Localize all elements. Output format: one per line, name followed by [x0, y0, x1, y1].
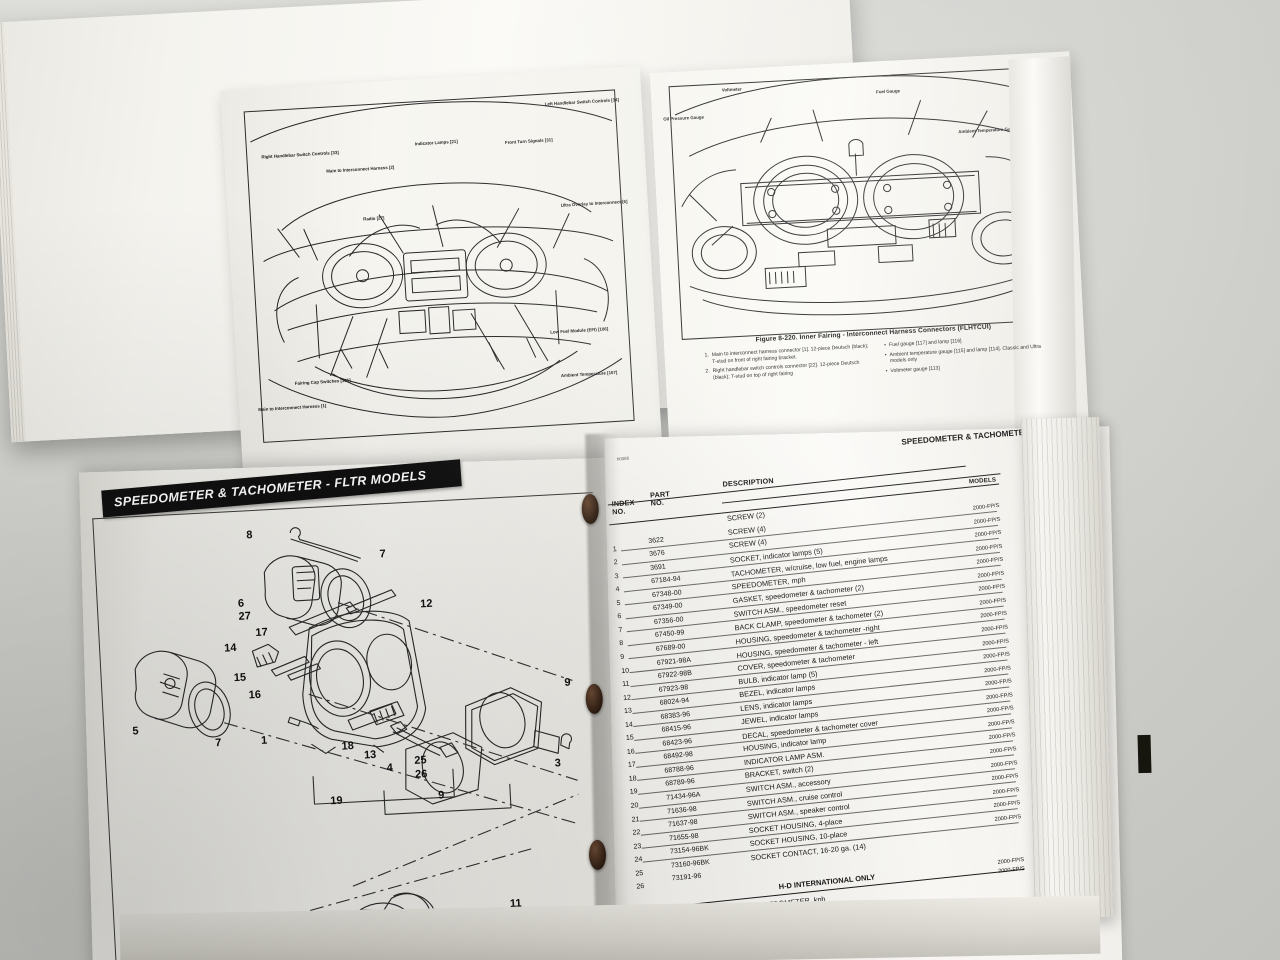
- table-cell-part-no: 68492-98: [663, 751, 694, 762]
- binding-ring: [585, 683, 604, 715]
- table-cell-part-no: 67922-98B: [657, 669, 693, 681]
- note-marker: 2.: [705, 368, 710, 375]
- exploded-callout: 9: [564, 676, 571, 689]
- table-cell-index: 24: [634, 856, 643, 864]
- table-cell-index: 14: [624, 721, 634, 729]
- exploded-callout: 26: [414, 768, 428, 781]
- table-cell-part-no: 71637-98: [667, 818, 698, 829]
- exploded-callout: 27: [238, 610, 252, 623]
- table-cell-models: 2000-FP/S: [997, 856, 1025, 866]
- fairing-diagram-right: [674, 75, 1044, 316]
- exploded-callout: 7: [379, 548, 386, 561]
- table-cell-part-no: 67689-00: [655, 643, 686, 653]
- table-cell-part-no: 68788-96: [664, 764, 695, 775]
- fairing-diagram-frame-right: Voltmeter Oil Pressure Gauge Fuel Gauge …: [663, 66, 1060, 340]
- table-cell-index: 17: [627, 761, 637, 770]
- table-cell-index: 26: [636, 883, 645, 891]
- table-cell-index: 13: [623, 707, 633, 716]
- note-text: Fuel gauge [117] and lamp [116]: [888, 338, 962, 349]
- table-cell-part-no: 3691: [649, 563, 667, 572]
- table-cell-models: 2000-FP/S: [990, 759, 1018, 769]
- table-cell-index: 15: [625, 734, 635, 743]
- exploded-callout: 19: [330, 794, 343, 808]
- exploded-callout: 14: [223, 641, 237, 655]
- open-book-lower-spread: SPEEDOMETER & TACHOMETER - FLTR MODELS: [79, 421, 1123, 960]
- exploded-callout: 8: [246, 529, 253, 542]
- table-cell-part-no: 67184-94: [650, 575, 681, 586]
- exploded-callout: 7: [214, 736, 222, 750]
- table-cell-part-no: 71636-98: [666, 805, 698, 816]
- table-cell-part-no: 3622: [648, 536, 665, 545]
- table-cell-models: 2000-FP/S: [982, 638, 1010, 647]
- table-cell-part-no: 71655-98: [668, 832, 699, 843]
- page-block-right-edge: [1021, 417, 1113, 919]
- table-cell-index: 21: [631, 815, 640, 824]
- exploded-callout: 15: [233, 671, 247, 685]
- table-cell-part-no: 68415-96: [661, 724, 692, 735]
- bullet-icon: •: [884, 351, 887, 358]
- table-cell-index: 20: [630, 802, 639, 810]
- exploded-callout: 16: [248, 688, 262, 702]
- exploded-callout: 3: [554, 757, 562, 770]
- table-cell-part-no: 67356-00: [653, 616, 684, 626]
- bullet-icon: •: [885, 367, 888, 374]
- exploded-callout: 4: [386, 761, 394, 775]
- table-cell-part-no: 73154-96BK: [669, 845, 710, 856]
- table-cell-part-no: 67923-98: [658, 683, 689, 694]
- table-cell-models: 2000-FP/S: [973, 516, 1001, 526]
- binding-ring: [581, 493, 600, 525]
- exploded-callout: 13: [363, 748, 377, 762]
- exploded-callout: 17: [255, 626, 269, 639]
- exploded-callout: 5: [132, 725, 139, 738]
- page-edge-tab-marker: [1137, 734, 1152, 774]
- table-cell-part-no: 67921-98A: [656, 656, 692, 667]
- upper-page-curl: [1008, 56, 1078, 470]
- exploded-view-diagram: [134, 527, 581, 960]
- page-stack-edge: [0, 22, 26, 443]
- note-marker: 1.: [704, 352, 709, 359]
- table-cell-models: 2000-FP/S: [992, 786, 1020, 796]
- table-cell-models: 2000-FP/S: [997, 865, 1026, 875]
- lower-left-page: SPEEDOMETER & TACHOMETER - FLTR MODELS: [79, 457, 622, 960]
- table-cell-part-no: 67348-00: [651, 589, 682, 599]
- table-cell-part-no: 68789-96: [665, 778, 696, 789]
- table-cell-part-no: 68383-96: [660, 710, 691, 721]
- table-cell-index: 18: [628, 775, 637, 783]
- bullet-icon: •: [884, 342, 887, 349]
- upper-right-page: Voltmeter Oil Pressure Gauge Fuel Gauge …: [649, 51, 1091, 473]
- binding-ring: [588, 839, 607, 871]
- exploded-view-frame: 8 7 6 27 17 12 14 15 16 5 7 1 18 13 4 25: [92, 492, 619, 960]
- table-cell-part-no: 73160-96BK: [670, 858, 711, 870]
- table-section-heading: H-D INTERNATIONAL ONLY: [778, 872, 876, 891]
- table-cell-index: 19: [629, 788, 638, 797]
- table-cell-description: SCREW (4): [727, 523, 767, 537]
- table-rule: [607, 465, 966, 506]
- table-cell-index: 22: [632, 829, 641, 837]
- exploded-callout: 12: [419, 597, 433, 611]
- exploded-callout: 18: [341, 739, 355, 753]
- table-cell-part-no: 3676: [648, 549, 666, 559]
- table-cell-part-no: 73191-96: [671, 872, 702, 883]
- note-text: Voltmeter gauge [113]: [890, 364, 941, 374]
- table-cell-part-no: 68423-96: [662, 737, 693, 748]
- exploded-callout: 6: [237, 597, 245, 610]
- fairing-diagram-frame-left: Right Handlebar Switch Controls [33] Mai…: [243, 89, 635, 443]
- page-edge-striations: [1021, 417, 1113, 919]
- table-cell-part-no: 67349-00: [652, 602, 683, 613]
- table-cell-index: 16: [626, 748, 636, 756]
- fairing-diagram-left: [250, 101, 623, 418]
- exploded-callout: 9: [437, 789, 445, 802]
- upper-left-page: Right Handlebar Switch Controls [33] Mai…: [220, 65, 664, 496]
- exploded-callout: 25: [414, 754, 427, 767]
- exploded-callout: 1: [260, 734, 268, 747]
- table-cell-part-no: 67450-99: [654, 629, 685, 640]
- table-cell-index: 25: [635, 869, 644, 878]
- table-cell-index: 23: [633, 842, 642, 851]
- diagram-callout: Voltmeter: [721, 86, 742, 93]
- table-cell-part-no: 71434-96A: [665, 791, 701, 802]
- table-cell-part-no: 68024-94: [659, 697, 690, 707]
